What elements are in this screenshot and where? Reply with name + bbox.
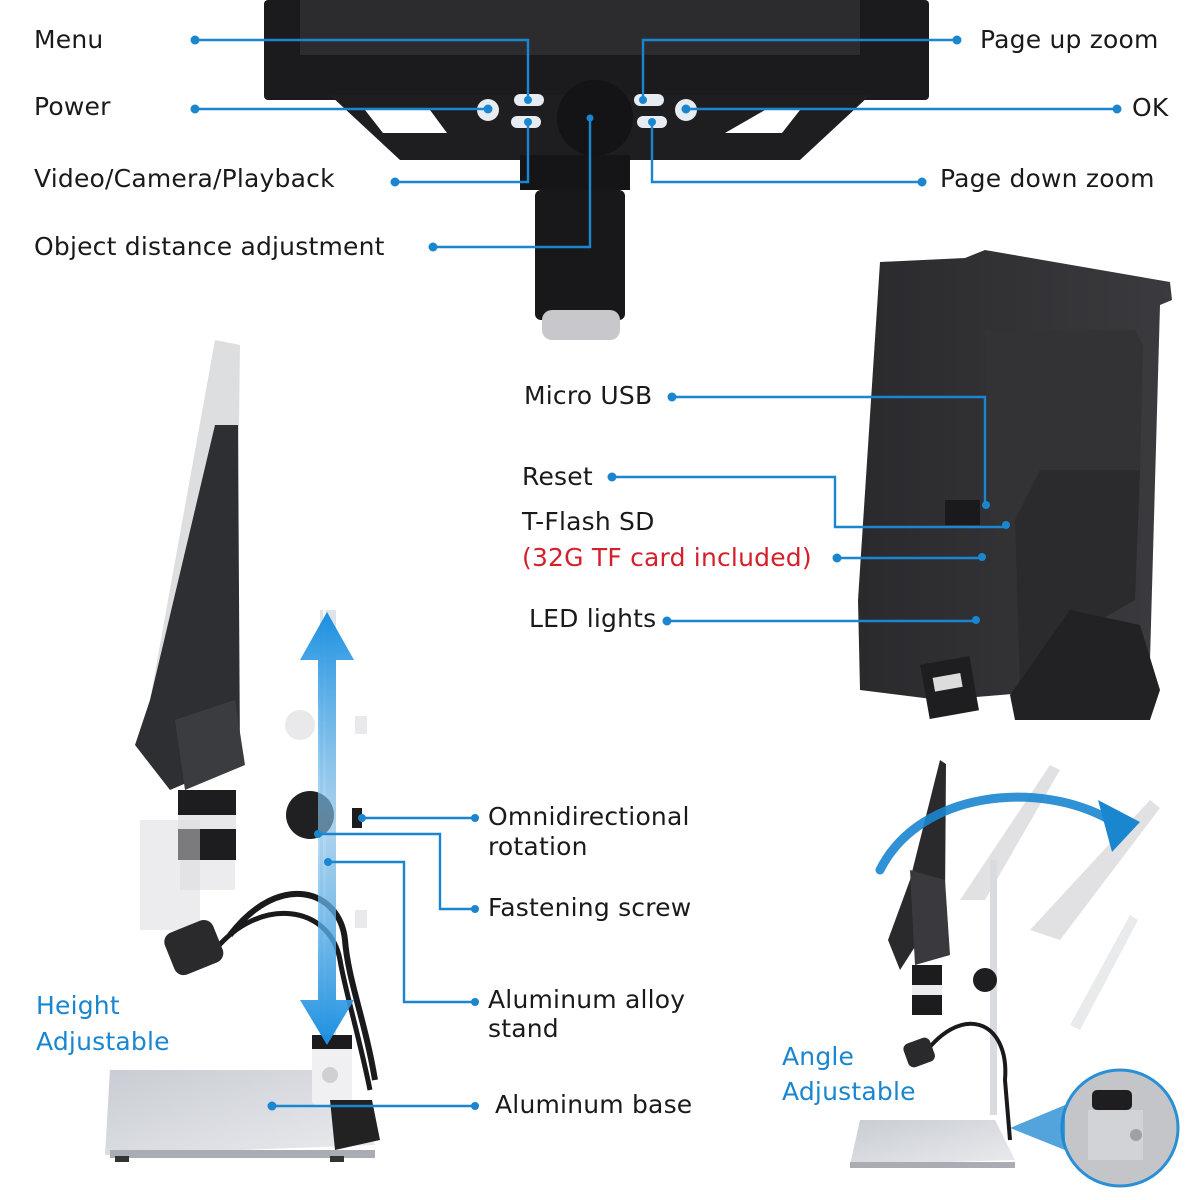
label-tf-card-included: (32G TF card included) — [522, 543, 812, 572]
label-angle: Angle — [782, 1042, 855, 1071]
label-aluminum-base: Aluminum base — [495, 1090, 693, 1119]
label-micro-usb: Micro USB — [524, 381, 653, 410]
label-height-adjustable: Adjustable — [36, 1027, 170, 1056]
angle-stand-illustration — [850, 760, 1180, 1188]
label-omnidirectional: Omnidirectional — [488, 802, 690, 831]
label-t-flash-sd: T-Flash SD — [522, 507, 655, 536]
label-rotation: rotation — [488, 832, 588, 861]
label-page-up-zoom: Page up zoom — [980, 25, 1159, 54]
angle-arrow-icon — [875, 792, 1115, 875]
label-video-camera-playback: Video/Camera/Playback — [34, 164, 335, 193]
label-stand: stand — [488, 1014, 559, 1043]
label-ok: OK — [1132, 93, 1169, 122]
label-power: Power — [34, 92, 111, 121]
label-reset: Reset — [522, 462, 593, 491]
label-led-lights: LED lights — [529, 604, 657, 633]
height-stand-illustration — [105, 340, 380, 1162]
label-aluminum-alloy: Aluminum alloy — [488, 985, 686, 1014]
label-angle-adjustable: Adjustable — [782, 1077, 916, 1106]
label-menu: Menu — [34, 25, 104, 54]
label-object-distance-adjustment: Object distance adjustment — [34, 232, 385, 261]
height-arrow-icon — [300, 612, 354, 1045]
label-fastening-screw: Fastening screw — [488, 893, 692, 922]
label-height: Height — [36, 991, 120, 1020]
back-view-device — [858, 250, 1172, 720]
label-page-down-zoom: Page down zoom — [940, 164, 1155, 193]
